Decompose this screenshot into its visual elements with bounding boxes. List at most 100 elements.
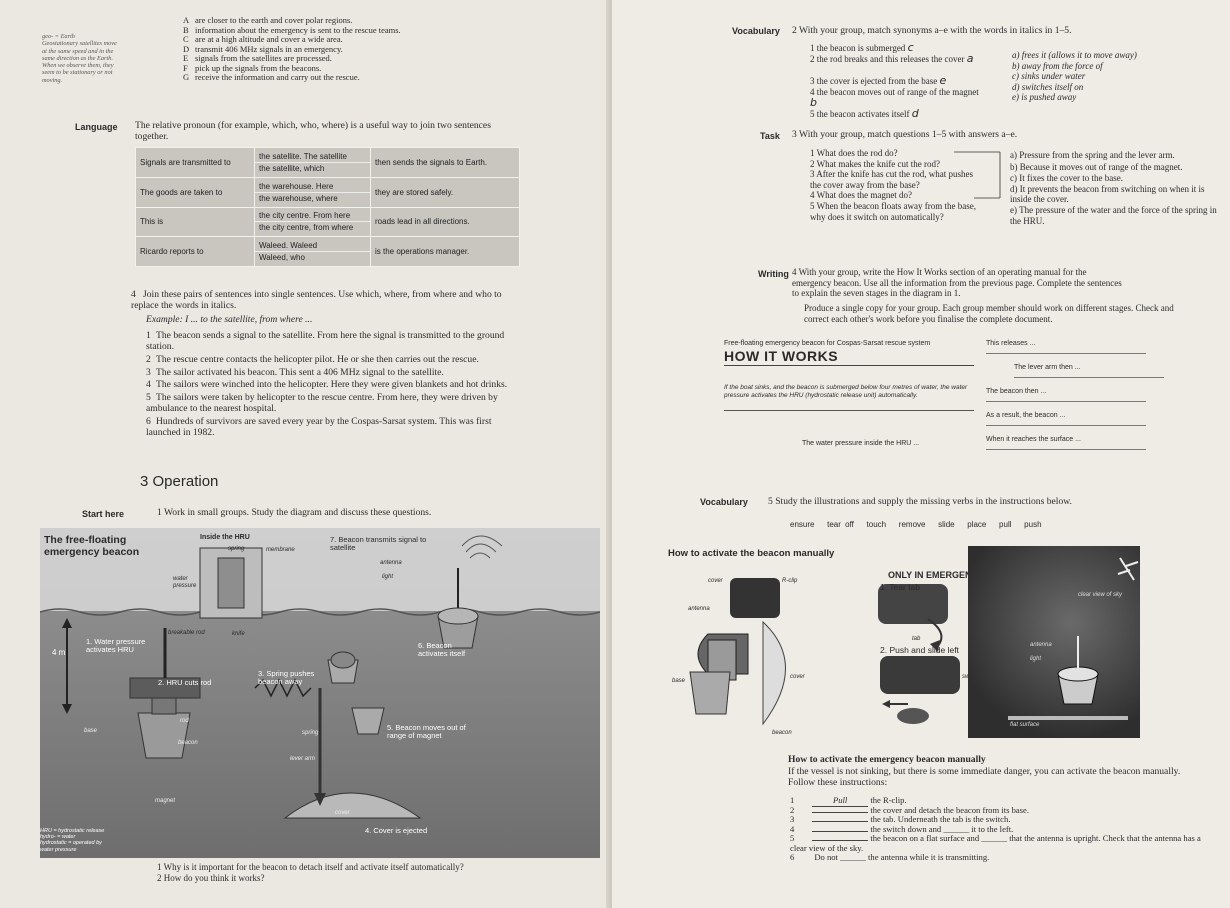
manual-right-col: This releases ... The lever arm then ...… [986, 340, 1164, 450]
label-knife: knife [232, 631, 245, 637]
manual-title: HOW IT WORKS [724, 348, 839, 364]
vocab-question: 2 With your group, match synonyms a–e wi… [792, 25, 1072, 36]
label-step2: 2. HRU cuts rod [158, 678, 212, 687]
manual-caption: Free-floating emergency beacon for Cospa… [724, 340, 931, 347]
table-cell-line: the warehouse. Here [255, 181, 370, 193]
table-cell: the city centre. From here the city cent… [254, 206, 371, 238]
table-cell-line: the city centre. From here [255, 210, 370, 223]
list-item: 2 What makes the knife cut the rod? [810, 158, 941, 169]
instructions-intro: If the vessel is not sinking, but there … [788, 766, 1181, 788]
label-step7: 7. Beacon transmits signal to satellite [330, 535, 427, 552]
list-item: d) It prevents the beacon from switching… [1010, 183, 1205, 205]
photo-label-clear-view: clear view of sky [1078, 592, 1123, 598]
label-antenna: antenna [380, 560, 402, 566]
table-cell-line: the satellite. The satellite [255, 151, 370, 163]
table-cell: Ricardo reports to [135, 236, 255, 267]
table-row: Ricardo reports to Waleed. Waleed Waleed… [135, 236, 520, 267]
label-breakable-rod: breakable rod [168, 630, 205, 636]
answer-blank[interactable] [812, 811, 869, 813]
list-item: b) away from the force of [1012, 60, 1103, 71]
ill-label-antenna: antenna [688, 606, 710, 612]
tear-tab-label: 1. Tear tab [880, 582, 921, 592]
label-lever-arm: lever arm [290, 756, 316, 762]
answer-blank[interactable] [812, 821, 869, 822]
label-base: base [84, 728, 98, 734]
instructions-title: How to activate the emergency beacon man… [788, 754, 986, 765]
matching-lines [954, 151, 1001, 199]
instruction-item: 4 the switch down and ______ it to the l… [790, 823, 1014, 834]
label-rod: rod [180, 718, 189, 724]
q4-text: Join these pairs of sentences into singl… [131, 289, 502, 311]
activation-illustration: How to activate the beacon manually ONLY… [668, 544, 988, 744]
list-item: e) is pushed away [1012, 92, 1077, 103]
section-title: 3 Operation [140, 473, 219, 490]
table-row: The goods are taken to the warehouse. He… [135, 176, 520, 208]
writing-question: 4 With your group, write the How It Work… [792, 267, 1122, 299]
list-item: d) switches itself on [1012, 81, 1084, 92]
label-depth: 4 m [52, 648, 66, 657]
table-cell-line: Waleed, who [259, 253, 305, 263]
manual-line: When it reaches the surface ... [986, 436, 1146, 450]
table-cell: they are stored safely. [370, 176, 520, 208]
label-step1: 1. Water pressure activates HRU [86, 637, 146, 654]
vocab-synonyms: a) frees it (allows it to move away) b) … [1012, 50, 1222, 103]
list-item: 4 the beacon moves out of range of the m… [810, 87, 979, 109]
example: Example: I ... to the satellite, from wh… [146, 314, 313, 325]
table-cell: then sends the signals to Earth. [370, 147, 520, 178]
list-item: c) It fixes the cover to the base. [1010, 173, 1123, 184]
table-cell: roads lead in all directions. [370, 206, 520, 238]
manual-line: As a result, the beacon ... [986, 412, 1146, 426]
writing-label: Writing [758, 269, 789, 279]
manual-line: This releases ... [986, 340, 1146, 354]
push-slide-label: 2. Push and slide left [880, 645, 959, 655]
list-item: a) Pressure from the spring and the leve… [1010, 150, 1175, 160]
list-item: 5 the beacon activates itself d [810, 107, 919, 120]
writing-question-2: Produce a single copy for your group. Ea… [804, 303, 1174, 324]
manual-line: The beacon then ... [986, 388, 1146, 402]
discussion-questions: 1 Why is it important for the beacon to … [157, 862, 577, 883]
ill-label-base: base [672, 678, 686, 684]
relative-pronoun-table: Signals are transmitted to the satellite… [135, 147, 520, 267]
beacon-photo-panel: clear view of sky antenna light flat sur… [968, 546, 1140, 738]
task-question: 3 With your group, match questions 1–5 w… [792, 129, 1018, 140]
table-cell-line: the satellite, which [259, 163, 325, 173]
table-cell-line: Waleed. Waleed [255, 240, 370, 253]
beacon-diagram: The free-floating emergency beacon Insid… [40, 528, 600, 858]
list-item: 3 the cover is ejected from the base e [810, 74, 947, 87]
table-cell: The goods are taken to [135, 176, 255, 208]
diagram-drawing [40, 535, 600, 819]
list-item: b) Because it moves out of range of the … [1010, 161, 1183, 172]
left-page: geo- = Earth Geostationary satellites mo… [0, 0, 612, 908]
list-item: a) frees it (allows it to move away) [1012, 50, 1137, 60]
table-cell: is the operations manager. [370, 236, 520, 267]
answer-blank[interactable] [812, 840, 869, 841]
only-in-emergency: ONLY IN EMERGENCY [888, 570, 985, 580]
list-item: 3 After the knife has cut the rod, what … [810, 169, 973, 190]
instruction-item: 5 the beacon on a flat surface and _____… [790, 833, 1201, 853]
ill-label-tab: tab [912, 636, 921, 642]
label-step4: 4. Cover is ejected [365, 826, 428, 835]
ill-label-cover: cover [708, 578, 723, 584]
instruction-item: 2 the cover and detach the beacon from i… [790, 804, 1029, 815]
instruction-item: 3 the tab. Underneath the tab is the swi… [790, 814, 1011, 824]
vocab5-label: Vocabulary [700, 497, 748, 507]
label-light: light [382, 574, 394, 580]
illustration-title: How to activate the beacon manually [668, 548, 835, 559]
answer-blank[interactable]: Pull [812, 795, 869, 807]
instruction-item: 1 Pull the R-clip. [790, 795, 907, 807]
instruction-list: 1 Pull the R-clip. 2 the cover and detac… [790, 795, 1210, 863]
label-spring2: spring [302, 730, 319, 736]
answer-blank[interactable] [812, 830, 869, 832]
list-item: 1 the beacon is submerged c [810, 41, 914, 54]
table-cell-line: the city centre, from where [259, 223, 354, 233]
